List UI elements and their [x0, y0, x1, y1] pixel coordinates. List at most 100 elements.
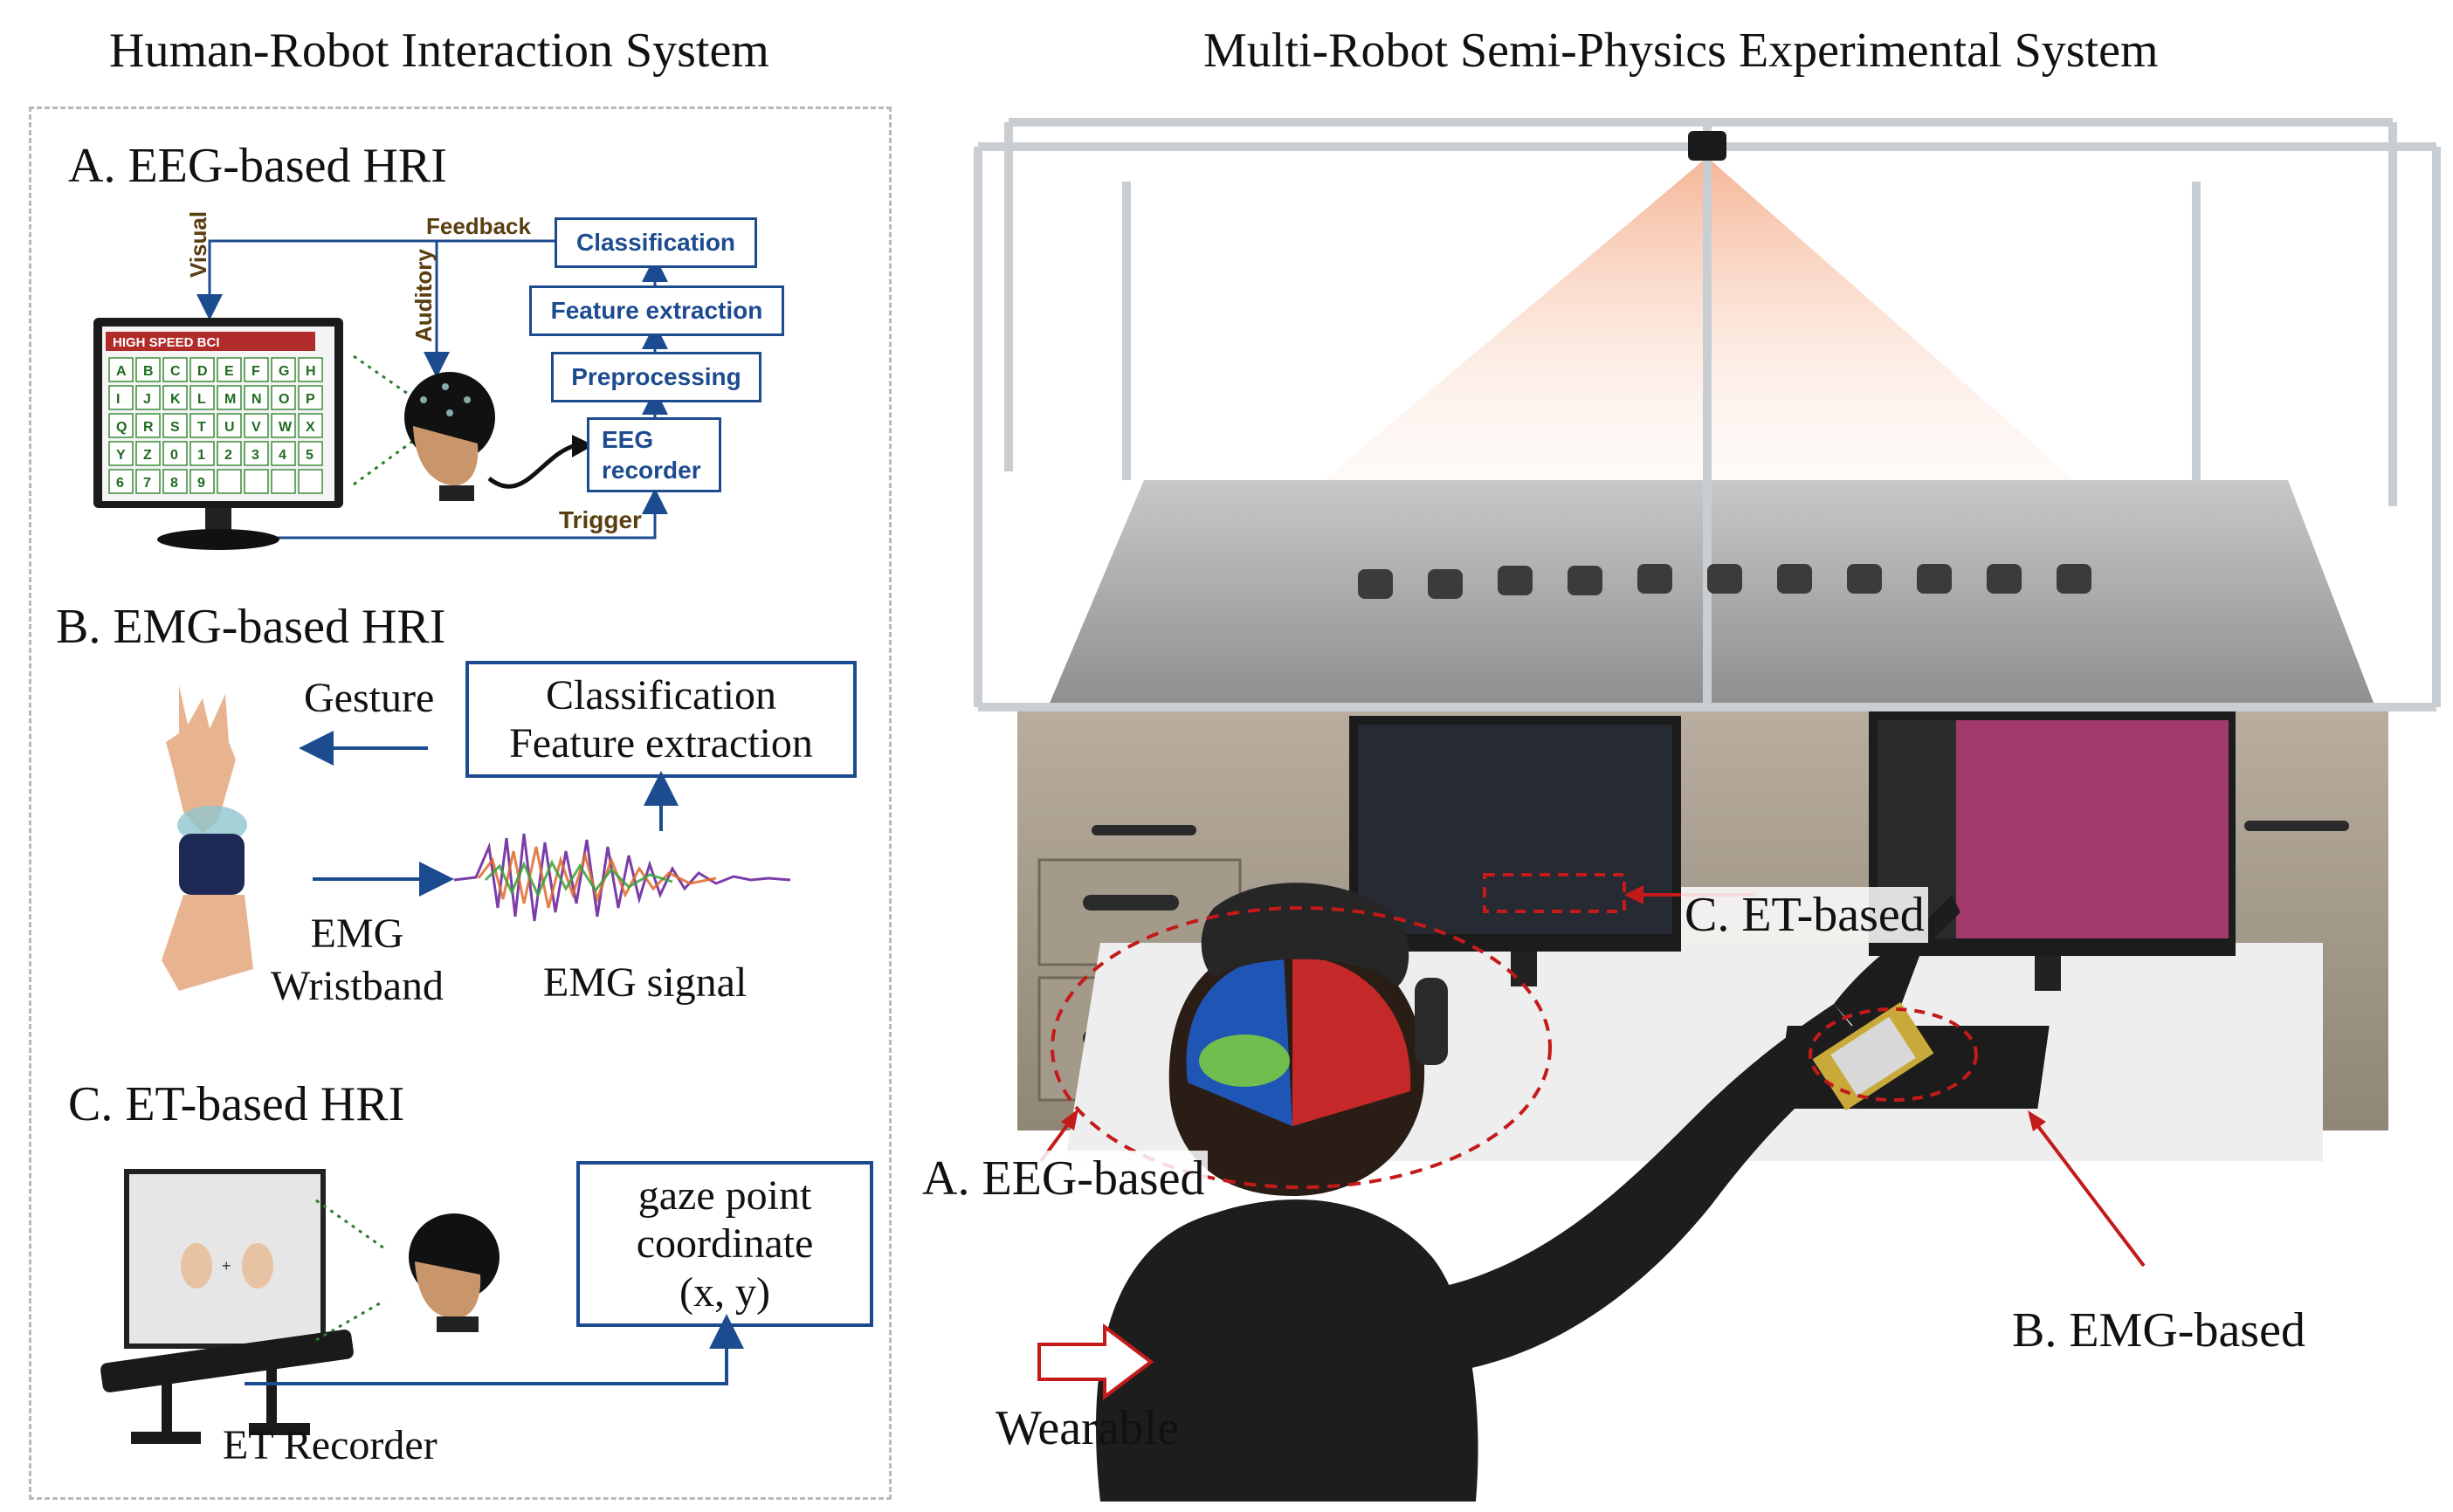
- eeg-head-illustration: [404, 372, 495, 501]
- emg-wristband-label: EMG Wristband: [271, 908, 444, 1013]
- bci-letter: P: [306, 392, 315, 407]
- bci-letter: 1: [197, 448, 205, 463]
- bci-cell: [298, 469, 323, 494]
- bci-letter: Z: [143, 448, 152, 463]
- gaze-box-line2: coordinate: [636, 1220, 814, 1268]
- bci-cell: [108, 441, 134, 466]
- visual-label: Visual: [185, 210, 211, 278]
- bci-cell: [189, 357, 215, 382]
- classification-text: Classification: [575, 229, 736, 256]
- scene-label-emg: B. EMG-based: [2009, 1302, 2309, 1358]
- bci-letter: F: [252, 364, 260, 379]
- bci-letter: U: [224, 420, 235, 435]
- bci-letter: 2: [224, 448, 232, 463]
- bci-cell: [189, 385, 215, 410]
- emg-signal-label: EMG signal: [543, 959, 748, 1006]
- left-title: Human-Robot Interaction System: [109, 24, 769, 78]
- bci-letter: H: [306, 364, 316, 379]
- bci-cell: [162, 469, 188, 494]
- bci-cell: [271, 469, 296, 494]
- eeg-recorder-box: EEG recorder: [587, 417, 721, 492]
- vr-headset: [1201, 883, 1409, 986]
- bci-cell: [162, 441, 188, 466]
- bci-cell: [108, 357, 134, 382]
- auditory-label: Auditory: [410, 249, 437, 342]
- bci-cell: [135, 413, 161, 438]
- gesture-label: Gesture: [304, 675, 435, 721]
- preprocessing-text: Preprocessing: [571, 363, 741, 390]
- bci-letter: B: [143, 364, 154, 379]
- wearable-label: Wearable: [996, 1401, 1179, 1455]
- bci-letter: T: [197, 420, 206, 435]
- bci-cell: [244, 413, 269, 438]
- gaze-box-line3: (x, y): [679, 1268, 770, 1316]
- eeg-section-title: A. EEG-based HRI: [68, 139, 447, 193]
- emg-diagram-lines: [162, 685, 791, 991]
- bci-letter: 4: [279, 448, 286, 463]
- bci-cell: [271, 357, 296, 382]
- aluminium-frame: [974, 118, 2441, 711]
- bci-cell: [162, 413, 188, 438]
- bci-cell: [244, 385, 269, 410]
- bci-letter: 8: [170, 476, 178, 491]
- bci-letter: L: [197, 392, 206, 407]
- classification-box: Classification: [555, 217, 757, 268]
- person-arm: [1415, 1004, 1869, 1371]
- bci-title: HIGH SPEED BCI: [113, 335, 220, 350]
- bci-letter: 0: [170, 448, 178, 463]
- bci-letter: E: [224, 364, 234, 379]
- bci-cell: [244, 441, 269, 466]
- bci-cell: [135, 385, 161, 410]
- bci-letter: J: [143, 392, 151, 407]
- eeg-recorder-line1: EEG: [602, 426, 654, 453]
- bci-cell: [217, 413, 242, 438]
- bci-cell: [189, 469, 215, 494]
- bci-cell: [162, 385, 188, 410]
- bci-cell: [108, 413, 134, 438]
- bci-letter: C: [170, 364, 181, 379]
- bci-letter: O: [279, 392, 289, 407]
- bci-letter: N: [252, 392, 262, 407]
- emg-section-title: B. EMG-based HRI: [56, 600, 446, 654]
- scene-label-eeg: A. EEG-based: [919, 1151, 1209, 1206]
- et-section-title: C. ET-based HRI: [68, 1077, 405, 1131]
- bci-cell: [271, 413, 296, 438]
- svg-text:+: +: [222, 1257, 231, 1275]
- bci-cell: [189, 413, 215, 438]
- bci-letter: 9: [197, 476, 205, 491]
- bci-cell: [298, 413, 323, 438]
- bci-letter: 6: [116, 476, 124, 491]
- bci-cell: [217, 469, 242, 494]
- bci-cell: [189, 441, 215, 466]
- scene-label-et: C. ET-based: [1681, 887, 1928, 943]
- bci-cell: [108, 469, 134, 494]
- bci-cell: [217, 357, 242, 382]
- eeg-diagram-lines: [196, 239, 668, 540]
- emg-box-line1: Classification: [546, 671, 776, 718]
- et-highlight: [1483, 873, 1626, 913]
- et-recorder-label: ET Recorder: [223, 1422, 438, 1468]
- wearable-arrow-icon: [1037, 1323, 1154, 1401]
- hand-wristband-illustration: [162, 685, 253, 991]
- eeg-cap-red: [1292, 956, 1411, 1126]
- et-diagram-illustration: +: [100, 1169, 744, 1444]
- bci-cell: [298, 441, 323, 466]
- trigger-label: Trigger: [559, 506, 642, 533]
- preprocessing-box: Preprocessing: [551, 352, 761, 402]
- bci-letter: W: [279, 420, 293, 435]
- bci-letter: 3: [252, 448, 259, 463]
- bci-cell: [298, 357, 323, 382]
- bci-letter: V: [252, 420, 261, 435]
- feature-extraction-text: Feature extraction: [550, 297, 763, 324]
- bci-letter: D: [197, 364, 208, 379]
- emg-box-line2: Feature extraction: [509, 720, 813, 766]
- emg-wristband-line1: EMG: [310, 911, 404, 957]
- feature-extraction-box: Feature extraction: [529, 285, 784, 336]
- experimental-scene: [974, 118, 2441, 1502]
- emg-processing-box: Classification Feature extraction: [465, 661, 857, 778]
- bci-letter: I: [116, 392, 120, 407]
- hri-panel: [29, 107, 892, 1500]
- robot-row: [1358, 564, 2091, 599]
- bci-cell: [244, 357, 269, 382]
